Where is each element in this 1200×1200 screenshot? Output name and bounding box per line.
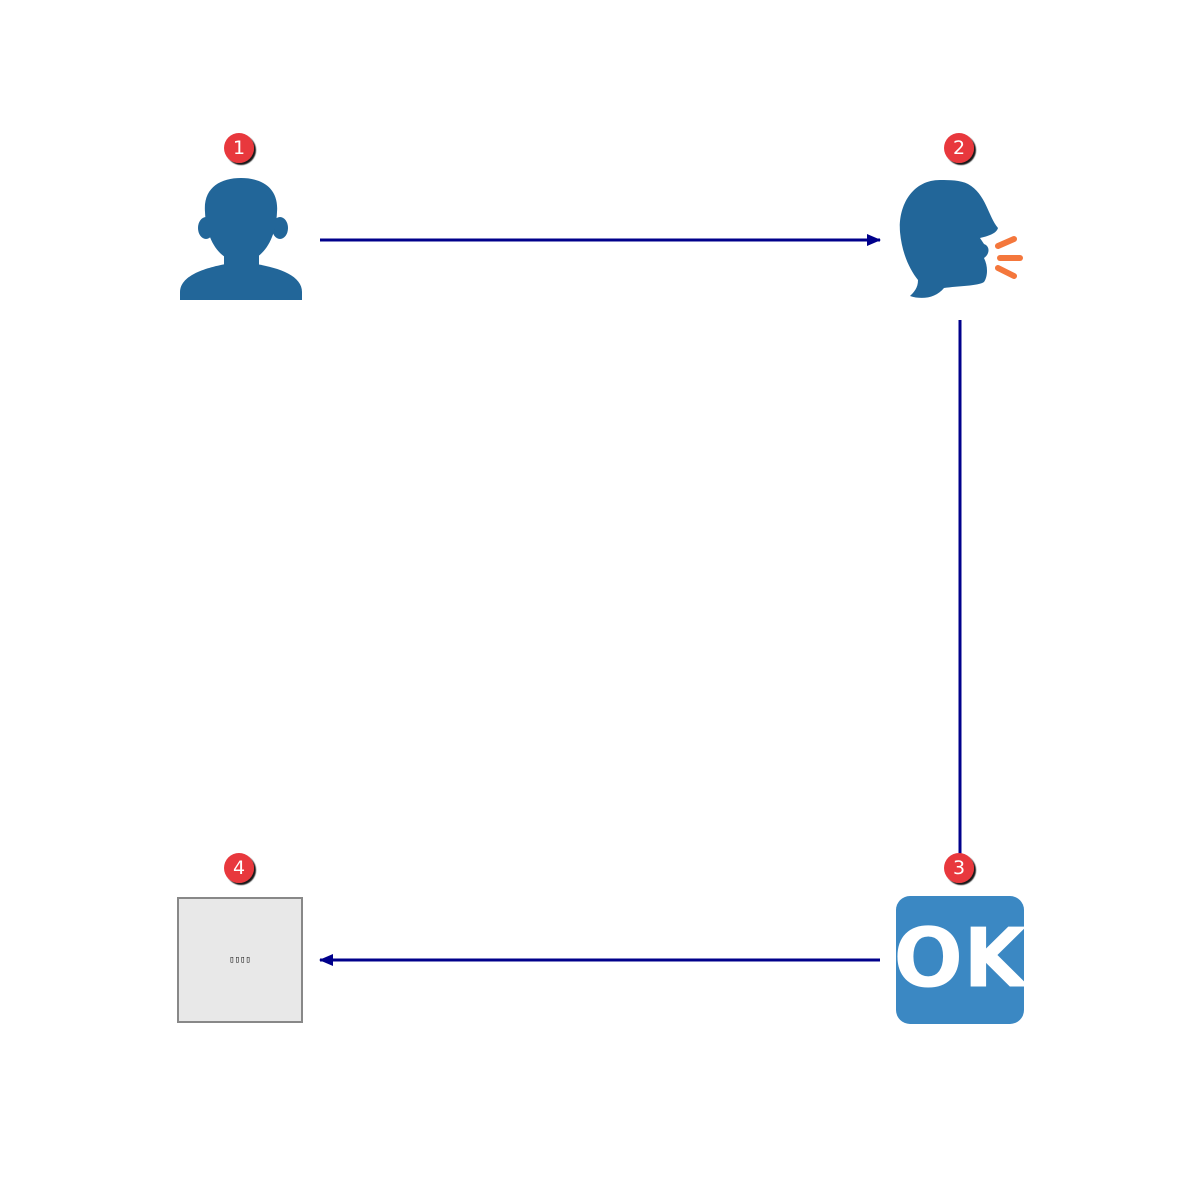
ok-label: OK [893, 912, 1030, 1007]
badge-2: 2 [944, 133, 974, 163]
badge-3-number: 3 [953, 857, 965, 879]
node-1 [180, 178, 302, 300]
node-4: ▯▯▯▯ [177, 897, 303, 1023]
badge-1: 1 [224, 133, 254, 163]
badge-3: 3 [944, 853, 974, 883]
bust-in-silhouette-icon [180, 178, 302, 300]
badge-4: 4 [224, 853, 254, 883]
node-2 [899, 180, 1023, 298]
box-label: ▯▯▯▯ [229, 955, 251, 965]
badge-1-number: 1 [233, 137, 245, 159]
node-3: OK [893, 896, 1030, 1024]
ok-button-icon: OK [893, 896, 1030, 1024]
badge-2-number: 2 [953, 137, 965, 159]
badge-4-number: 4 [233, 857, 245, 879]
placeholder-box-icon: ▯▯▯▯ [177, 897, 303, 1023]
speaking-head-icon [899, 180, 1023, 298]
